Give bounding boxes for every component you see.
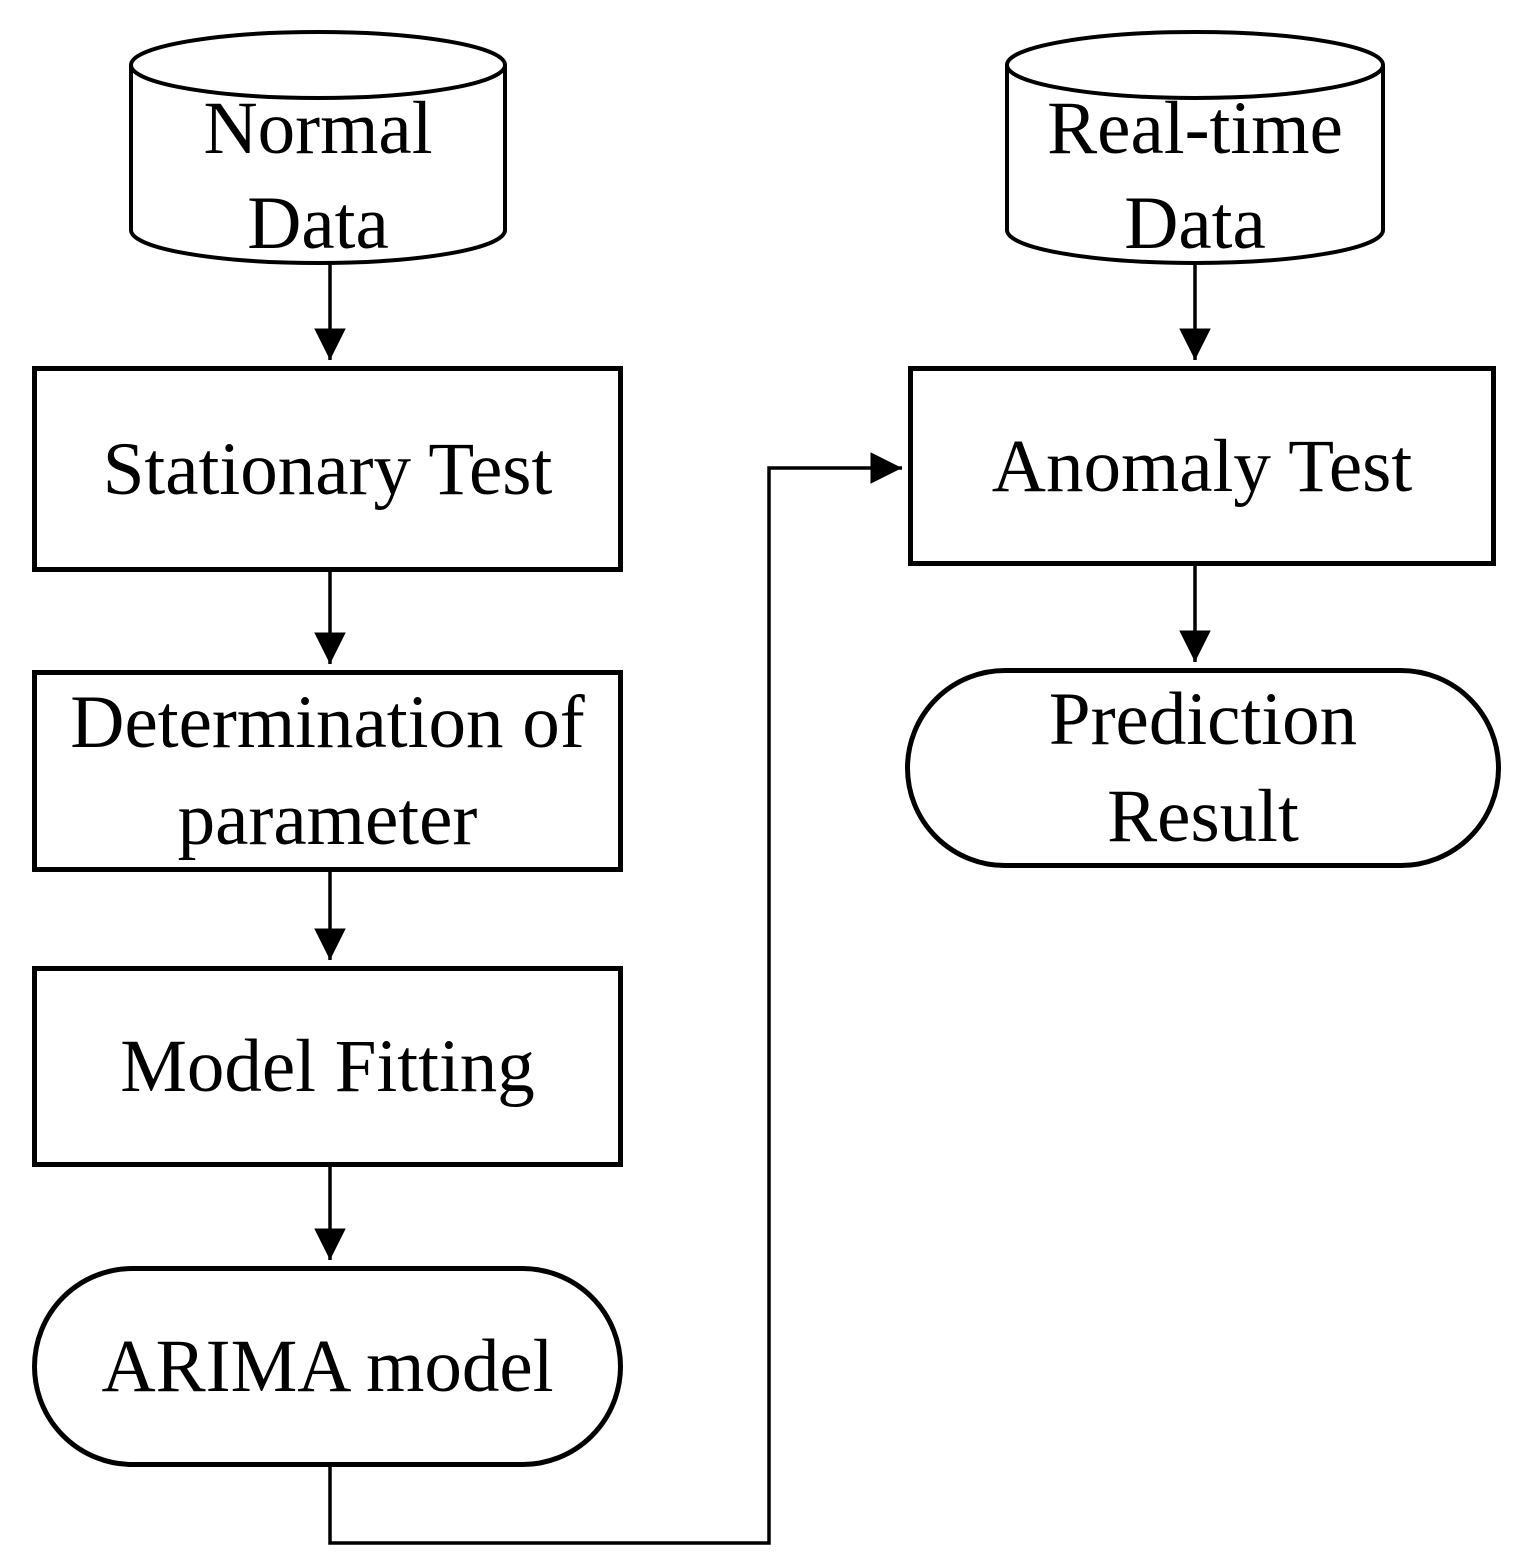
normal-data-cylinder-top [129,30,507,100]
stationary-test-label: Stationary Test [102,427,553,511]
determination-of-parameter-node: Determination of parameter [32,670,623,872]
normal-data-node: Normal Data [131,76,505,276]
arima-model-label: ARIMA model [101,1325,554,1408]
normal-data-label-line2: Data [247,182,389,265]
real-time-data-cylinder-top [1005,30,1385,100]
determination-label-line1: Determination of [70,681,585,764]
real-time-data-label-line2: Data [1124,182,1266,265]
prediction-result-label-line1: Prediction [1048,678,1358,761]
normal-data-label-line1: Normal [203,87,433,170]
anomaly-test-label: Anomaly Test [991,424,1413,508]
edge-arima-model-to-anomaly-test [328,452,902,1545]
anomaly-test-node: Anomaly Test [908,366,1496,566]
model-fitting-node: Model Fitting [32,966,623,1167]
normal-data-cylinder-body [129,65,507,265]
arima-model-node: ARIMA model [32,1266,623,1467]
prediction-result-label-line2: Result [1107,775,1299,858]
real-time-data-node: Real-time Data [1007,76,1383,276]
model-fitting-label: Model Fitting [120,1025,535,1108]
determination-label-line2: parameter [177,778,478,861]
stationary-test-node: Stationary Test [32,366,623,572]
prediction-result-node: Prediction Result [905,668,1501,868]
real-time-data-label-line1: Real-time [1047,87,1343,170]
